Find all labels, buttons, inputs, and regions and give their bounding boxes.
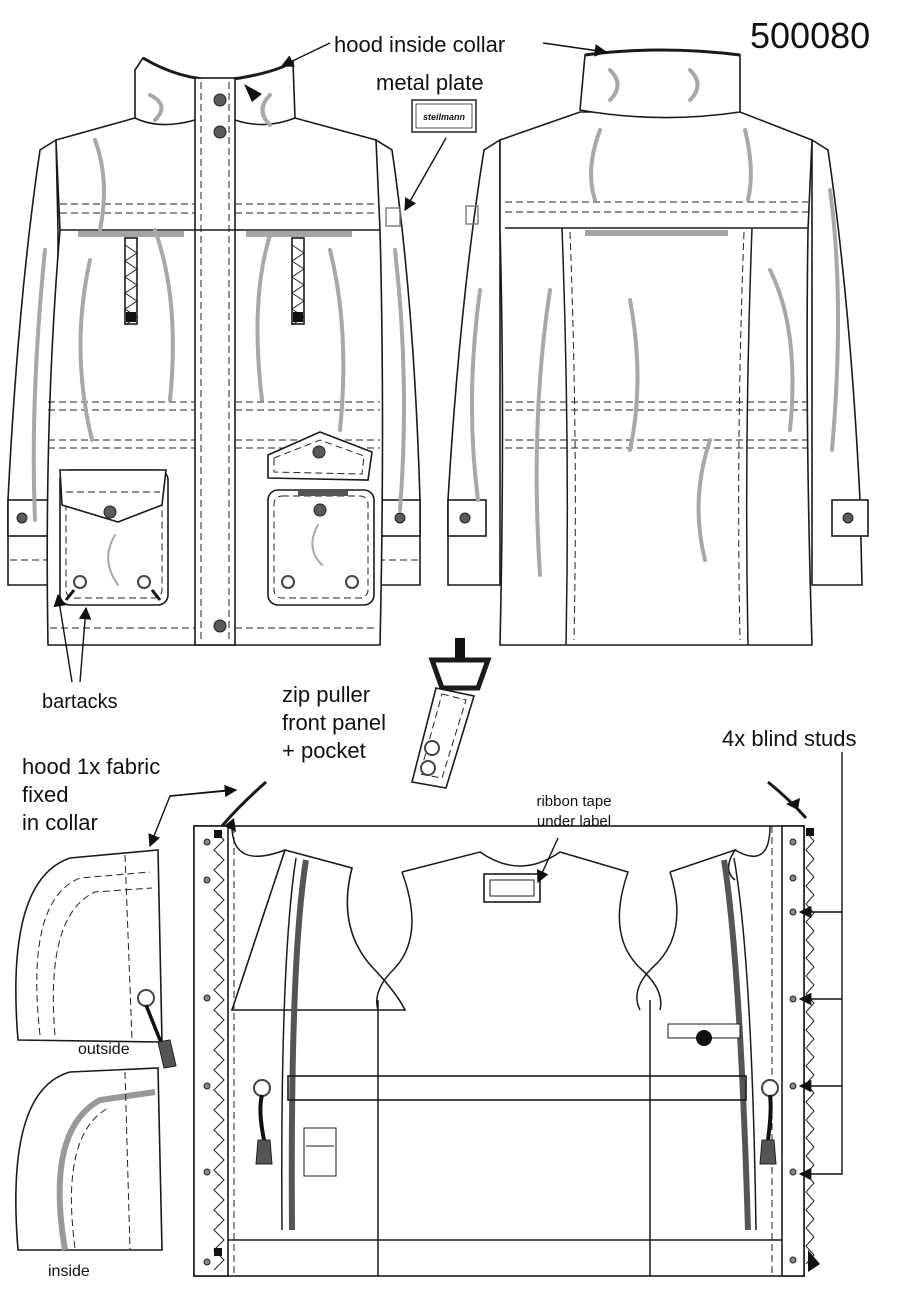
- front-chest-zip-left: [124, 237, 138, 326]
- label-hood-2: fixed: [22, 782, 68, 807]
- front-right-cuff: [375, 499, 421, 537]
- front-ribbon-tape: [246, 231, 352, 237]
- front-stud: [213, 125, 227, 139]
- front-placket: [194, 77, 236, 646]
- leader-lines: [53, 42, 843, 1181]
- blind-stud: [789, 908, 797, 916]
- back-body: [499, 111, 813, 646]
- back-view-jacket: [447, 48, 869, 646]
- inner-view-jacket: [193, 780, 820, 1277]
- label-metal-plate: metal plate: [376, 70, 484, 95]
- plate-logo-text: steilmann: [423, 112, 466, 122]
- blind-stud: [789, 1082, 797, 1090]
- hood-outside-detail: [15, 849, 177, 1069]
- style-number: 500080: [750, 15, 870, 56]
- zip-puller-detail: [411, 638, 492, 789]
- label-ribbon-tape-1: ribbon tape: [536, 793, 611, 810]
- label-ribbon-tape-2: under label: [537, 813, 611, 830]
- label-bartacks: bartacks: [42, 691, 118, 713]
- front-left-pocket: [59, 469, 169, 606]
- label-zip-puller-1: zip puller: [282, 682, 370, 707]
- label-zip-puller-2: front panel: [282, 710, 386, 735]
- label-outside: outside: [78, 1041, 130, 1058]
- label-blind-studs: 4x blind studs: [722, 726, 857, 751]
- front-stud: [213, 93, 227, 107]
- sleeve-metal-plate: [385, 207, 401, 227]
- blind-stud: [789, 995, 797, 1003]
- label-hood-1: hood 1x fabric: [22, 754, 160, 779]
- label-hood-inside-collar: hood inside collar: [334, 32, 505, 57]
- labels: 500080 hood inside collar metal plate st…: [22, 15, 870, 1280]
- front-stud: [213, 619, 227, 633]
- front-ribbon-tape: [78, 231, 184, 237]
- front-view-jacket: [7, 56, 421, 646]
- front-chest-zip-right: [291, 237, 305, 326]
- front-right-pocket: [267, 431, 375, 606]
- label-inside: inside: [48, 1263, 90, 1280]
- back-ribbon-tape: [585, 230, 728, 236]
- metal-plate-badge: steilmann: [411, 99, 477, 133]
- blind-stud: [789, 1168, 797, 1176]
- label-zip-puller-3: + pocket: [282, 738, 366, 763]
- back-collar: [579, 49, 741, 119]
- hood-inside-detail: [15, 1067, 163, 1251]
- label-hood-3: in collar: [22, 810, 98, 835]
